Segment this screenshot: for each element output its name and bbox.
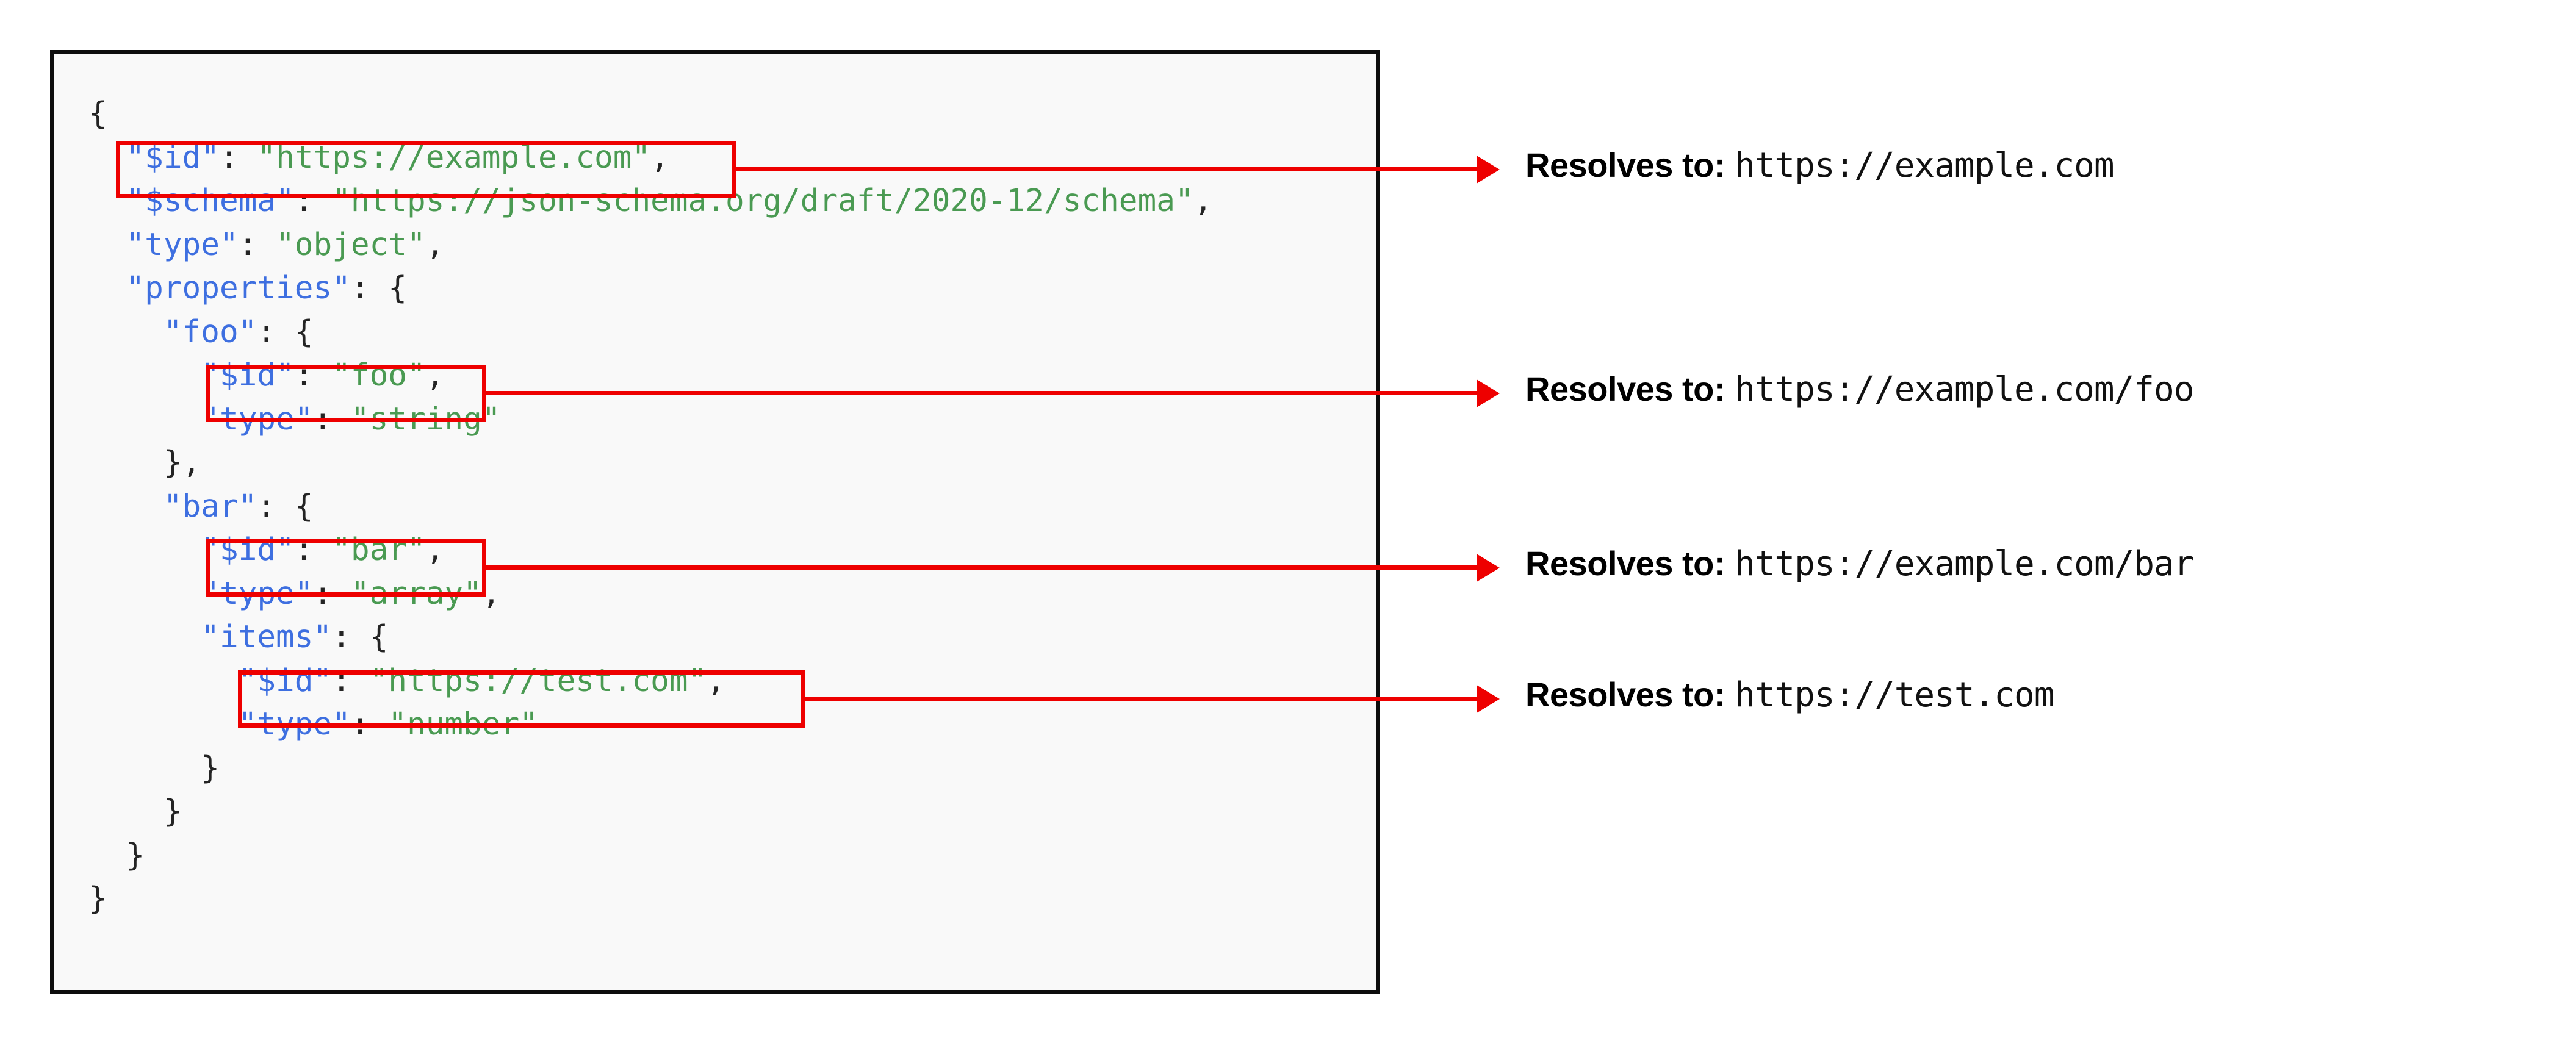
code-line: "properties": { [126, 270, 408, 306]
code-line: "foo": { [163, 314, 314, 350]
arrow-head-root-id [1477, 156, 1500, 184]
code-line: }, [163, 445, 201, 481]
code-line: "$id": "bar", [201, 532, 445, 568]
code-line: "$id": "https://test.com", [238, 662, 725, 699]
annotation-url: https://test.com [1735, 675, 2054, 715]
code-line: "type": "string" [201, 401, 501, 437]
arrow-head-foo-id [1477, 379, 1500, 407]
annotation-url: https://example.com [1735, 146, 2115, 185]
annotation-items-id: Resolves to: https://test.com [1525, 678, 2054, 712]
arrow-head-bar-id [1477, 554, 1500, 582]
code-line: "$id": "https://example.com", [126, 139, 669, 176]
code-line: } [163, 794, 182, 830]
arrow-head-items-id [1477, 685, 1500, 713]
annotation-bar-id: Resolves to: https://example.com/bar [1525, 544, 2194, 584]
annotation-root-id: Resolves to: https://example.com [1525, 146, 2115, 185]
code-line: "bar": { [163, 488, 314, 525]
annotation-foo-id: Resolves to: https://example.com/foo [1525, 370, 2194, 409]
code-line: } [126, 837, 145, 873]
code-line: "$id": "foo", [201, 357, 445, 393]
connector-line-items-id [805, 697, 1477, 701]
code-line: { [88, 96, 107, 132]
connector-line-foo-id [486, 391, 1477, 395]
annotation-label: Resolves to: [1525, 370, 1725, 408]
json-code-panel: { "$id": "https://example.com", "$schema… [50, 50, 1380, 994]
annotation-label: Resolves to: [1525, 675, 1725, 714]
code-line: "items": { [201, 619, 389, 655]
code-line: "type": "number" [238, 706, 538, 742]
code-line: "$schema": "https://json-schema.org/draf… [126, 183, 1213, 219]
code-line: "type": "array", [201, 575, 501, 612]
code-line: } [88, 881, 107, 917]
annotation-label: Resolves to: [1525, 146, 1725, 184]
json-code-block: { "$id": "https://example.com", "$schema… [88, 92, 1212, 921]
code-line: } [201, 750, 220, 786]
connector-line-root-id [736, 167, 1477, 171]
connector-line-bar-id [486, 565, 1477, 570]
code-line: "type": "object", [126, 226, 445, 263]
annotation-label: Resolves to: [1525, 544, 1725, 582]
annotation-url: https://example.com/foo [1735, 370, 2194, 409]
annotation-url: https://example.com/bar [1735, 544, 2194, 584]
